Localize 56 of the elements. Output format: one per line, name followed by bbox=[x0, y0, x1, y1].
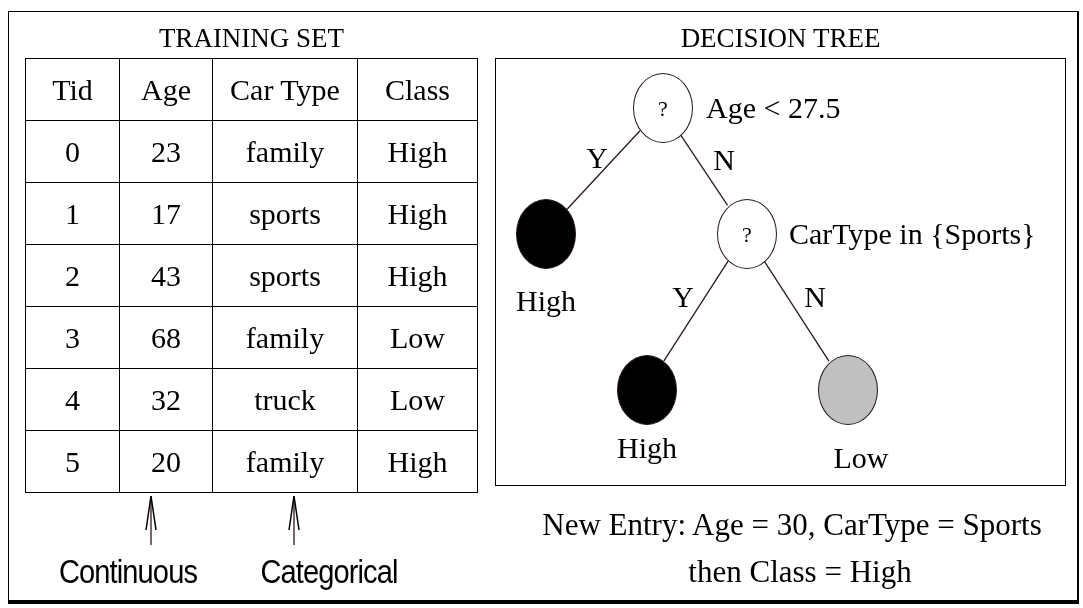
annotation-text: Categorical bbox=[241, 555, 417, 588]
note-text: then Class = High bbox=[687, 556, 913, 587]
leaf-node bbox=[617, 355, 677, 425]
tree-branch bbox=[566, 130, 641, 210]
table-cell: Low bbox=[357, 368, 478, 431]
table-cell: 5 bbox=[25, 430, 120, 493]
table-cell: 68 bbox=[119, 306, 213, 369]
table-cell: High bbox=[357, 244, 478, 307]
tree-branch bbox=[145, 495, 157, 546]
note-text: New Entry: Age = 30, CarType = Sports bbox=[541, 509, 1043, 540]
annotation-text: Continuous bbox=[40, 555, 216, 588]
column-header: Class bbox=[357, 58, 478, 121]
leaf-node bbox=[516, 199, 576, 269]
column-header: Age bbox=[119, 58, 213, 121]
table-title: TRAINING SET bbox=[157, 22, 346, 55]
edge-label: Y bbox=[671, 282, 695, 312]
tree-branch bbox=[288, 495, 300, 546]
tree-branch bbox=[763, 260, 830, 362]
node-text: ? bbox=[741, 224, 753, 246]
table-cell: sports bbox=[212, 244, 358, 307]
edge-label: N bbox=[712, 145, 736, 175]
table-cell: 3 bbox=[25, 306, 120, 369]
table-cell: 43 bbox=[119, 244, 213, 307]
tree-branch bbox=[679, 134, 729, 206]
decision-node bbox=[633, 73, 693, 143]
column-header: Tid bbox=[25, 58, 120, 121]
column-header: Car Type bbox=[212, 58, 358, 121]
table-cell: 0 bbox=[25, 120, 120, 183]
node-caption: Age < 27.5 bbox=[706, 93, 841, 123]
table-cell: High bbox=[357, 430, 478, 493]
node-caption: Low bbox=[832, 443, 890, 473]
table-cell: 1 bbox=[25, 182, 120, 245]
table-cell: 4 bbox=[25, 368, 120, 431]
tree-branch bbox=[663, 260, 729, 362]
leaf-node bbox=[818, 355, 878, 425]
table-cell: High bbox=[357, 120, 478, 183]
panel-title: DECISION TREE bbox=[679, 25, 882, 52]
edge-label: N bbox=[803, 282, 827, 312]
table-cell: sports bbox=[212, 182, 358, 245]
table-cell: family bbox=[212, 306, 358, 369]
table-cell: family bbox=[212, 120, 358, 183]
node-caption: High bbox=[616, 433, 678, 463]
table-cell: 23 bbox=[119, 120, 213, 183]
edge-label: Y bbox=[585, 143, 609, 173]
table-cell: 32 bbox=[119, 368, 213, 431]
table-cell: 2 bbox=[25, 244, 120, 307]
node-caption: CarType in {Sports} bbox=[789, 219, 1036, 249]
table-cell: truck bbox=[212, 368, 358, 431]
table-cell: 17 bbox=[119, 182, 213, 245]
table-cell: High bbox=[357, 182, 478, 245]
node-text: ? bbox=[657, 98, 669, 120]
node-caption: High bbox=[515, 286, 577, 316]
table-cell: family bbox=[212, 430, 358, 493]
table-cell: Low bbox=[357, 306, 478, 369]
table-cell: 20 bbox=[119, 430, 213, 493]
decision-node bbox=[717, 199, 777, 269]
